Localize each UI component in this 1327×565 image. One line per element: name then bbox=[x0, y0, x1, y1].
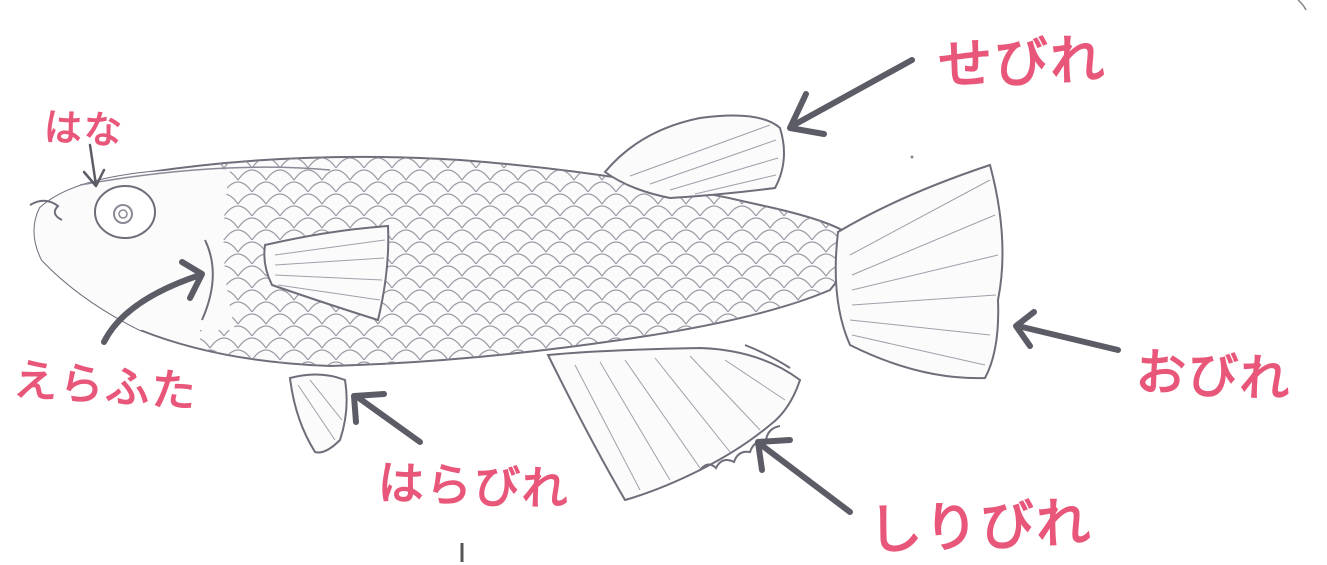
label-dorsal-fin: せびれ bbox=[937, 15, 1108, 100]
label-anal-fin: しりびれ bbox=[867, 478, 1094, 565]
anal-fin bbox=[548, 345, 800, 500]
label-gill-cover: えらふた bbox=[12, 344, 200, 421]
arrow-sebire bbox=[792, 60, 912, 126]
label-pelvic-fin: はらびれ bbox=[377, 447, 571, 520]
label-tail-fin: おびれ bbox=[1134, 332, 1294, 412]
pelvic-fin bbox=[290, 374, 347, 452]
arrow-harabire bbox=[356, 396, 420, 442]
corner-mark bbox=[1298, 0, 1306, 10]
tail-fin bbox=[836, 165, 1003, 378]
arrow-shiribire bbox=[760, 444, 850, 512]
dorsal-fin bbox=[605, 116, 784, 198]
pencil-dot bbox=[911, 156, 914, 159]
eye bbox=[95, 186, 155, 238]
label-nose: はな bbox=[43, 96, 126, 155]
arrow-obire bbox=[1018, 326, 1118, 350]
